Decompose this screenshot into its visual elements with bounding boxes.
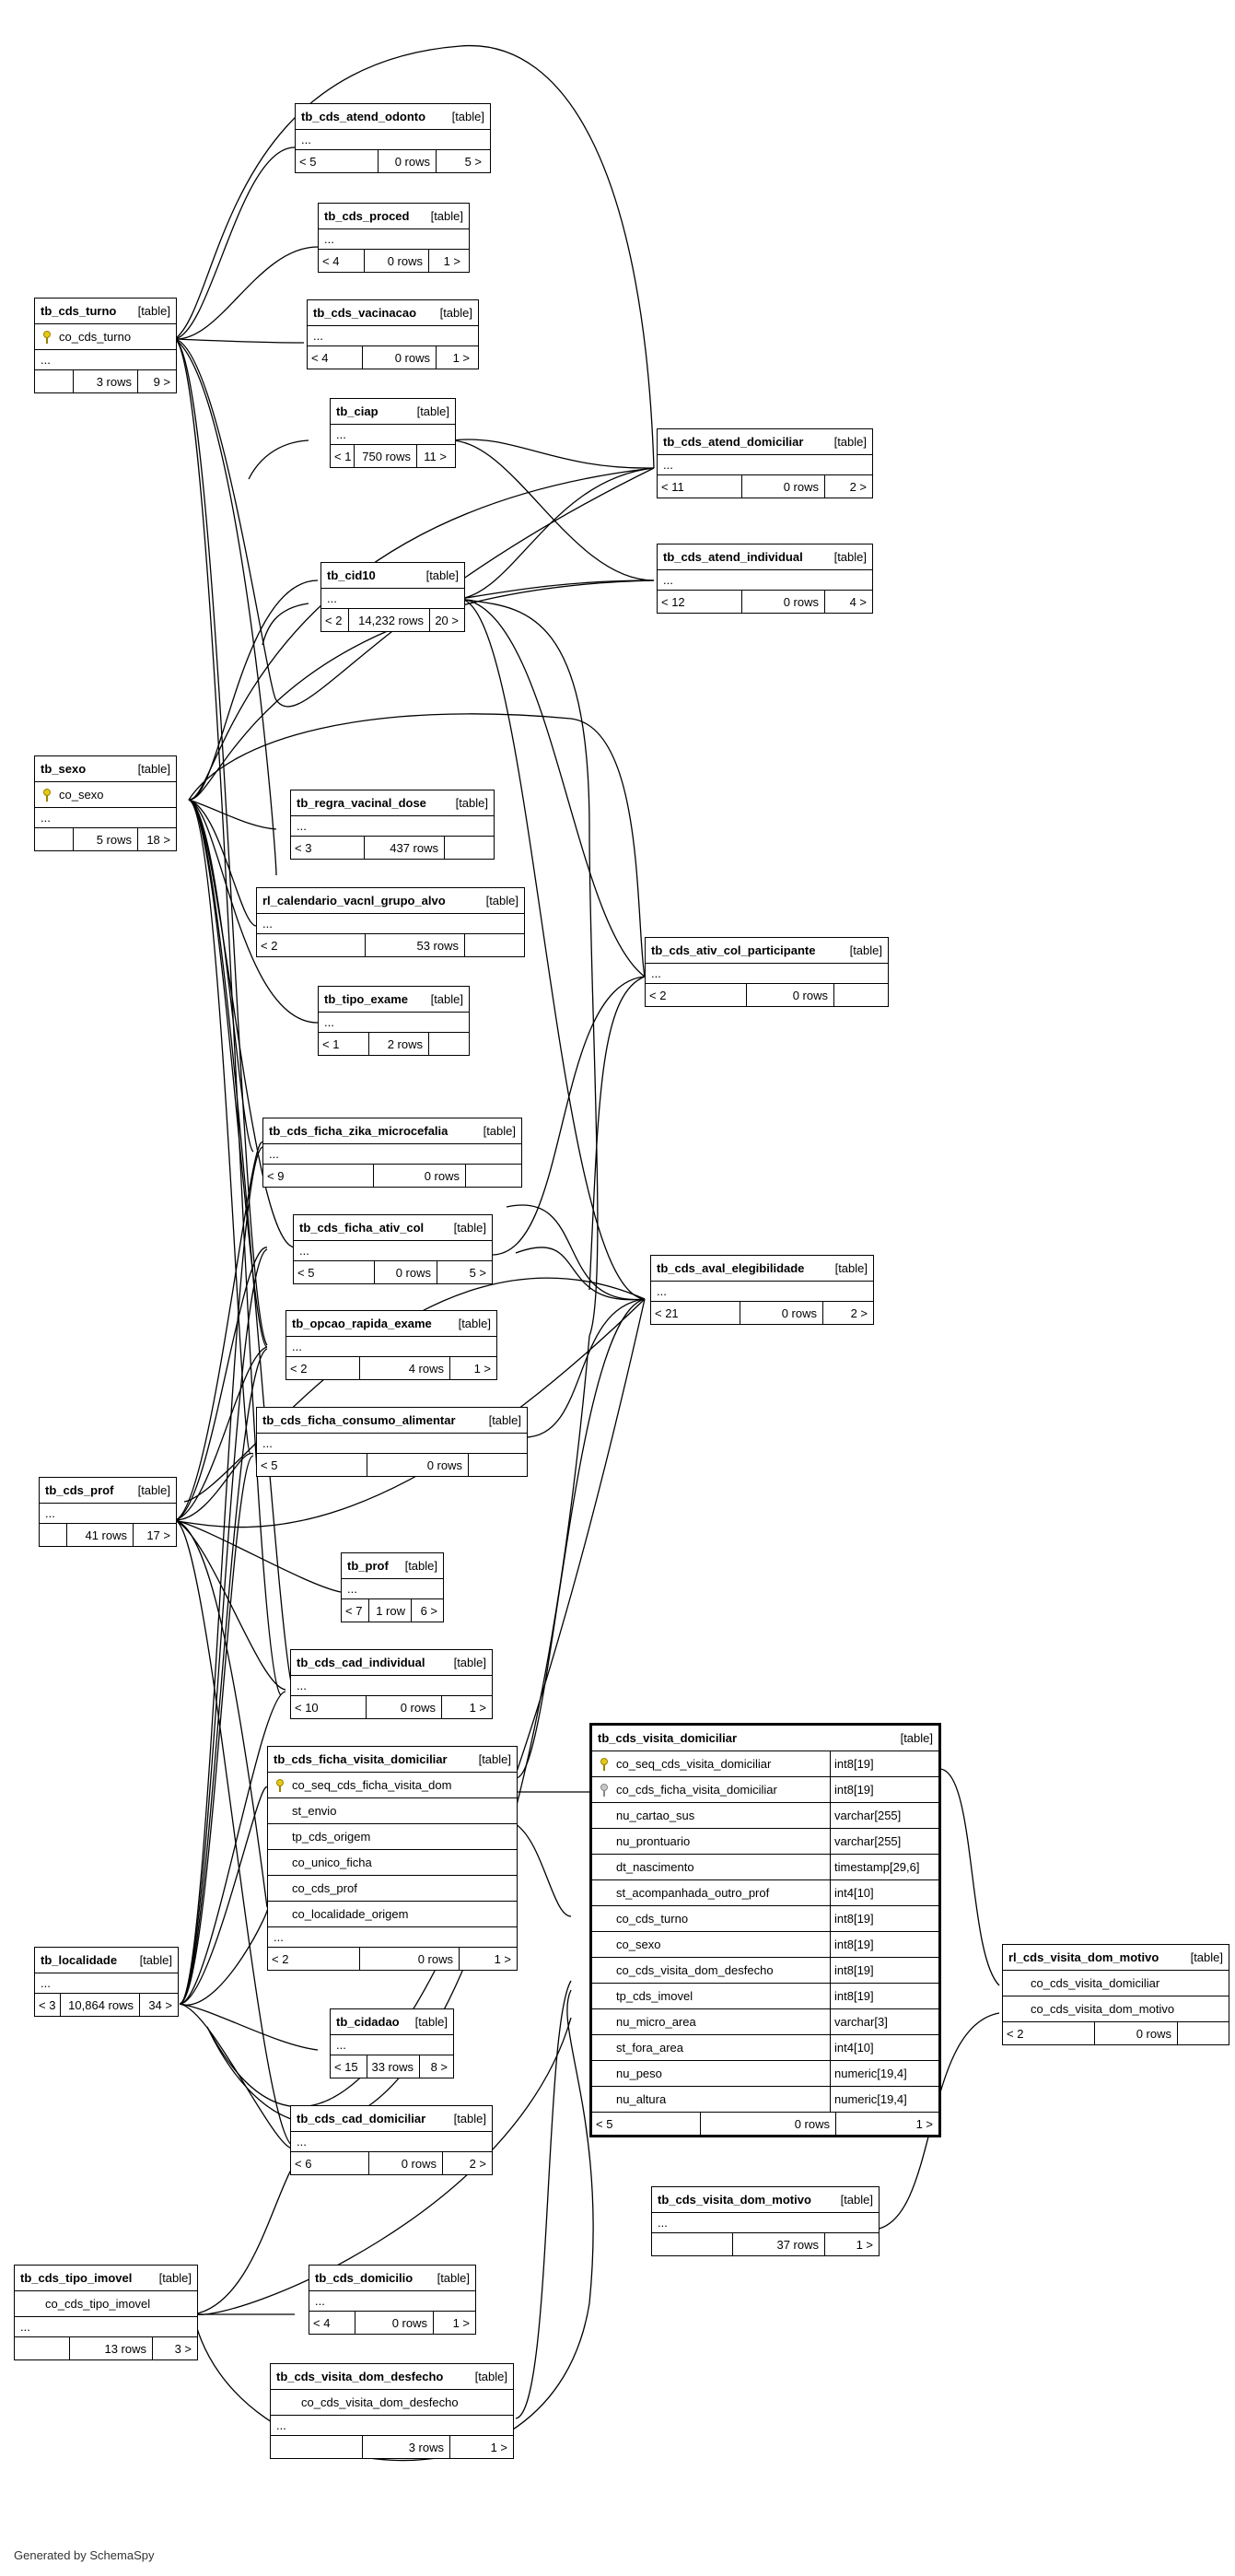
primary-key-icon bbox=[42, 330, 52, 344]
table-rl_cds_visita_dom_motivo[interactable]: rl_cds_visita_dom_motivo[table] co_cds_v… bbox=[1002, 1944, 1229, 2045]
table-rl_calendario_vacnl_grupo_alvo[interactable]: rl_calendario_vacnl_grupo_alvo[table] ..… bbox=[256, 887, 525, 957]
table-tb_cds_visita_dom_desfecho[interactable]: tb_cds_visita_dom_desfecho[table] co_cds… bbox=[270, 2363, 514, 2459]
table-tb_cds_tipo_imovel[interactable]: tb_cds_tipo_imovel[table] co_cds_tipo_im… bbox=[14, 2265, 198, 2360]
table-header: tb_cds_atend_odonto[table] bbox=[296, 104, 490, 130]
table-tb_cds_ficha_zika_microcefalia[interactable]: tb_cds_ficha_zika_microcefalia[table] ..… bbox=[262, 1118, 522, 1188]
table-tb_cds_aval_elegibilidade[interactable]: tb_cds_aval_elegibilidade[table] ... < 2… bbox=[650, 1255, 874, 1325]
table-tb_cds_ativ_col_participante[interactable]: tb_cds_ativ_col_participante[table] ... … bbox=[645, 937, 889, 1007]
primary-key-icon bbox=[275, 1778, 285, 1792]
primary-key-icon bbox=[42, 788, 52, 802]
generated-by-footer[interactable]: Generated by SchemaSpy bbox=[14, 2548, 155, 2562]
primary-key-icon bbox=[600, 1757, 609, 1771]
table-tb_cds_visita_dom_motivo[interactable]: tb_cds_visita_dom_motivo[table] ... 37 r… bbox=[651, 2186, 880, 2256]
table-tb_cds_ficha_consumo_alimentar[interactable]: tb_cds_ficha_consumo_alimentar[table] ..… bbox=[256, 1407, 528, 1477]
table-tb_cds_turno[interactable]: tb_cds_turno[table] co_cds_turno ... 3 r… bbox=[34, 298, 177, 393]
foreign-key-icon bbox=[600, 1783, 609, 1797]
table-tb_cds_visita_domiciliar[interactable]: tb_cds_visita_domiciliar[table] co_seq_c… bbox=[589, 1723, 941, 2137]
table-tb_cds_ficha_visita_domiciliar[interactable]: tb_cds_ficha_visita_domiciliar[table] co… bbox=[267, 1746, 518, 1971]
